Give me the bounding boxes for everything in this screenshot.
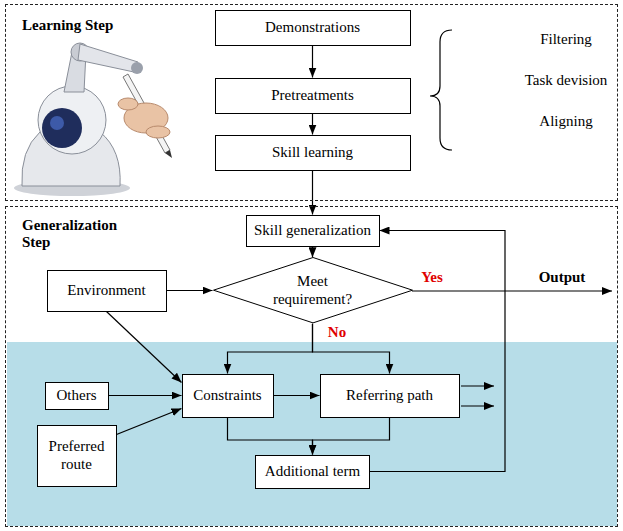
- branch-label: No: [328, 324, 346, 341]
- node-text: Meet requirement?: [263, 273, 363, 308]
- node-text: Environment: [67, 282, 145, 299]
- bracket-label: Filtering: [540, 31, 592, 48]
- decision-diamond: Meet requirement?: [213, 257, 413, 323]
- diamond-shape: [213, 258, 412, 323]
- node-text: Constraints: [193, 387, 261, 404]
- flow-arrow: [117, 409, 182, 435]
- region-title: Generalization Step: [22, 217, 142, 252]
- bracket-label: Task devision: [525, 72, 608, 89]
- flow-arrow: [312, 46, 313, 78]
- finger: [146, 126, 170, 138]
- process-box: Demonstrations: [215, 10, 411, 46]
- node-text: Pretreatments: [271, 87, 353, 104]
- process-box: Referring path: [320, 374, 460, 418]
- flow-arrow: [313, 324, 390, 374]
- process-box: Skill generalization: [246, 215, 380, 247]
- flow-arrow: [312, 247, 313, 258]
- outgoing-arrow: [461, 405, 494, 406]
- flow-arrow: [167, 290, 213, 291]
- flow-arrow: [228, 418, 313, 455]
- flow-arrow: [370, 231, 505, 472]
- process-box: Additional term: [255, 455, 370, 489]
- flow-arrow: [107, 312, 182, 383]
- output-arrow: [412, 290, 612, 291]
- bracket-label: Aligning: [539, 113, 592, 130]
- device-face: [42, 108, 82, 148]
- flow-arrow: [312, 171, 313, 215]
- node-text: Skill generalization: [254, 222, 371, 239]
- input-box: Preferred route: [37, 425, 117, 487]
- process-box: Pretreatments: [215, 78, 411, 114]
- stylus: [123, 74, 170, 153]
- flow-arrow: [313, 418, 390, 455]
- flow-arrow: [109, 395, 182, 396]
- branch-label: Yes: [421, 269, 443, 286]
- input-box: Environment: [47, 270, 167, 312]
- device-face-highlight: [50, 116, 64, 130]
- process-box: Skill learning: [215, 135, 411, 171]
- step-region: Generalization Step Skill generalizationE…: [5, 206, 618, 527]
- step-region: Learning Step DemonstrationsPretreatments…: [5, 4, 618, 201]
- region-title: Learning Step: [22, 17, 113, 34]
- output-label: Output: [539, 269, 586, 286]
- thumb: [118, 98, 138, 110]
- stylus-tip: [165, 150, 172, 158]
- device-gimbal: [131, 62, 143, 74]
- flow-arrow: [312, 114, 313, 135]
- flow-arrow: [228, 324, 313, 374]
- node-text: Demonstrations: [265, 19, 360, 36]
- node-text: Skill learning: [272, 144, 353, 161]
- node-text: Preferred route: [45, 438, 109, 473]
- flow-arrow: [274, 395, 320, 396]
- process-box: Constraints: [182, 374, 274, 418]
- outgoing-arrow: [461, 385, 494, 386]
- input-box: Others: [45, 382, 109, 410]
- device-forearm: [78, 44, 138, 72]
- node-text: Referring path: [346, 387, 433, 404]
- device-head: [38, 86, 106, 154]
- node-text: Others: [57, 387, 97, 404]
- curly-bracket: [430, 30, 452, 150]
- node-text: Additional term: [265, 463, 360, 480]
